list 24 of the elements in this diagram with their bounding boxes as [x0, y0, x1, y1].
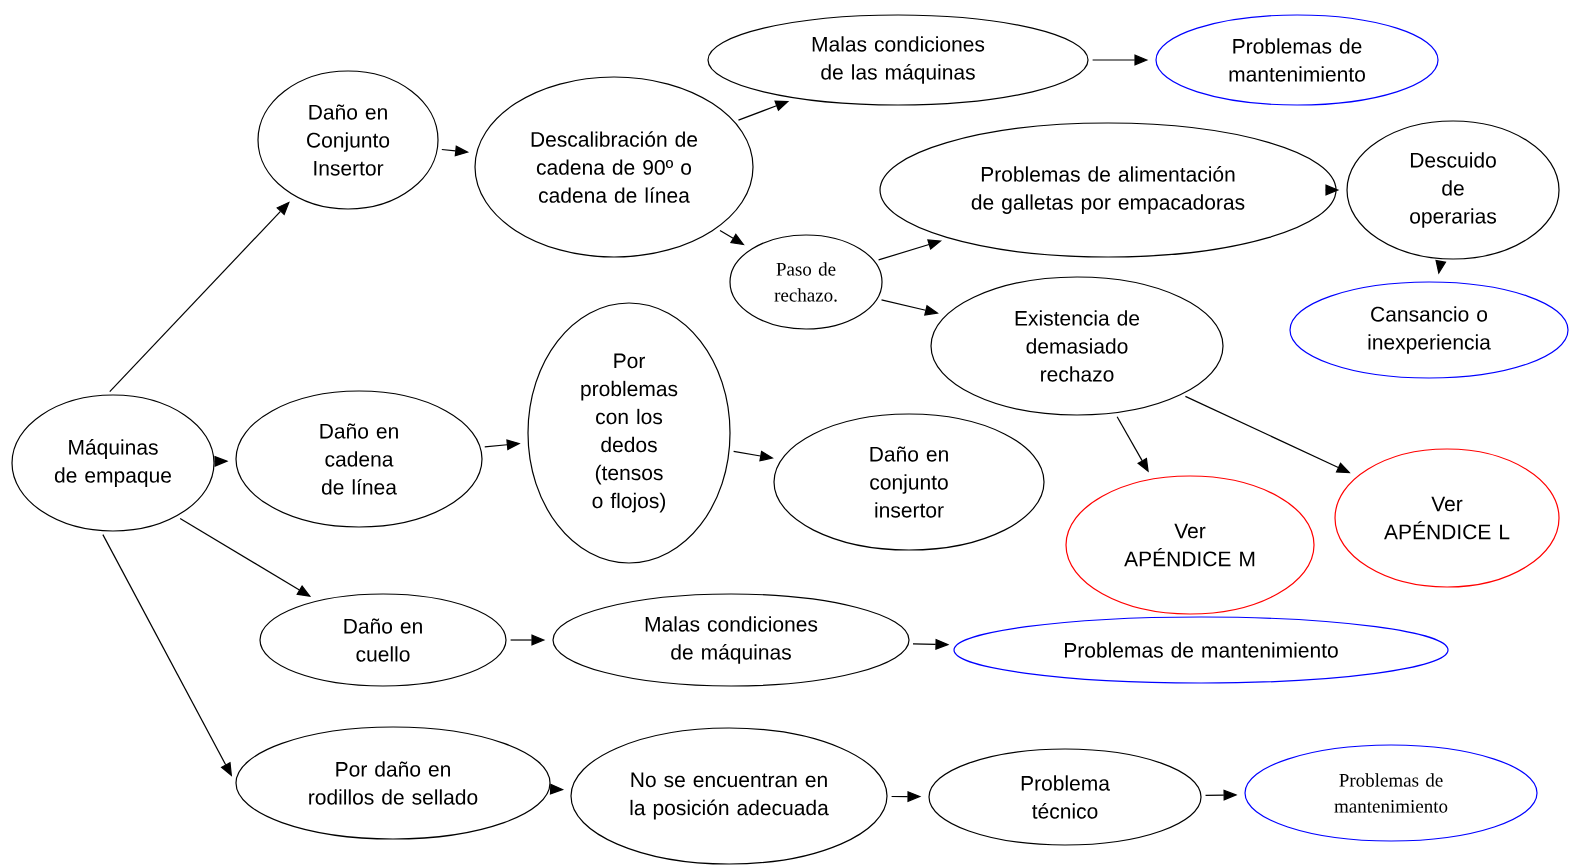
ellipse-node: Por problemas con los dedos (tensos o flojos)	[527, 302, 731, 564]
ellipse-node: Daño en Conjunto Insertor	[257, 70, 439, 210]
ellipse-node: Problemas de mantenimiento	[1244, 744, 1538, 842]
arrow	[109, 201, 290, 393]
ellipse-node: Paso de rechazo.	[729, 234, 883, 330]
ellipse-node: Problemas de mantenimiento	[1155, 14, 1439, 106]
ellipse-node: Descalibración de cadena de 90º o cadena de línea	[474, 76, 754, 258]
ellipse-node: Daño en cadena de línea	[235, 390, 483, 528]
ellipse-node: Máquinas de empaque	[11, 394, 215, 532]
ellipse-node: Existencia de demasiado rechazo	[930, 276, 1224, 416]
ellipse-node: Problemas de alimentación de galletas por empacadoras	[879, 122, 1337, 258]
ellipse-node: Malas condiciones de las máquinas	[707, 14, 1089, 106]
ellipse-node: Problema técnico	[928, 748, 1202, 846]
ellipse-node: Descuido de operarias	[1346, 120, 1560, 260]
arrow	[719, 229, 745, 246]
ellipse-node: Malas condiciones de máquinas	[552, 593, 910, 687]
ellipse-node: Daño en cuello	[259, 593, 507, 687]
ellipse-node: Por daño en rodillos de sellado	[235, 726, 551, 840]
ellipse-node: Ver APÉNDICE L	[1334, 448, 1560, 588]
ellipse-node: Daño en conjunto insertor	[773, 413, 1045, 551]
ellipse-node: Problemas de mantenimiento	[953, 616, 1449, 684]
ellipse-node: Ver APÉNDICE M	[1065, 475, 1315, 615]
ellipse-node: Cansancio o inexperiencia	[1289, 281, 1569, 379]
ellipse-node: No se encuentran en la posición adecuada	[570, 727, 888, 865]
